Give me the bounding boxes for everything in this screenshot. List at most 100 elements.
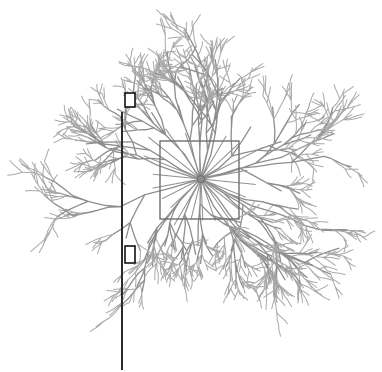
branch	[305, 206, 317, 215]
branch	[258, 80, 266, 94]
branch	[177, 72, 187, 76]
branch	[77, 154, 86, 155]
branch	[273, 107, 275, 144]
branch	[185, 289, 187, 302]
branch	[317, 267, 327, 269]
branch	[247, 271, 249, 282]
branch	[291, 83, 292, 101]
branch	[287, 243, 300, 244]
branch	[306, 180, 314, 190]
branch	[89, 99, 90, 113]
branch	[104, 88, 105, 100]
branch	[10, 161, 22, 173]
branch	[99, 128, 119, 129]
branch	[231, 267, 232, 281]
branch	[157, 269, 158, 284]
branch	[346, 169, 352, 178]
branch	[93, 103, 101, 104]
branch	[44, 149, 49, 161]
branch	[312, 222, 328, 223]
branch	[237, 100, 243, 106]
branch	[256, 267, 268, 269]
branch	[253, 251, 275, 277]
branch	[240, 168, 282, 191]
branch	[291, 158, 292, 173]
spoke-line	[185, 133, 201, 179]
branch	[198, 42, 203, 56]
branch	[277, 312, 288, 323]
branch	[226, 100, 233, 112]
branch	[115, 174, 125, 185]
branch	[67, 127, 80, 128]
branch	[164, 50, 165, 65]
branch	[87, 116, 88, 128]
branch	[331, 158, 346, 169]
branch	[301, 179, 309, 184]
branch	[52, 223, 58, 237]
branch	[266, 291, 267, 309]
branch	[107, 156, 119, 159]
branch	[130, 48, 133, 59]
branch	[125, 157, 165, 160]
branch	[301, 190, 311, 198]
branch	[310, 269, 320, 281]
branch	[324, 156, 351, 166]
branch	[226, 59, 227, 71]
branch	[312, 143, 325, 144]
branch	[69, 135, 81, 136]
branch	[323, 257, 335, 265]
branch	[54, 138, 63, 143]
branch	[358, 173, 368, 183]
branch	[191, 78, 192, 89]
branch	[344, 241, 346, 253]
branch	[79, 115, 87, 124]
branch	[301, 218, 318, 220]
branch	[315, 257, 339, 259]
spoke-line	[201, 179, 239, 209]
branch	[126, 195, 145, 238]
branch	[113, 86, 124, 88]
upper-marker	[125, 93, 135, 107]
branch	[334, 85, 340, 100]
branch	[135, 271, 136, 287]
branch	[223, 60, 226, 71]
branch	[25, 191, 39, 192]
branch	[291, 268, 306, 269]
branch	[121, 78, 124, 88]
branch	[313, 169, 314, 181]
branch	[142, 298, 144, 309]
branch	[364, 231, 375, 237]
branch	[265, 76, 266, 94]
branch	[212, 258, 223, 266]
branch	[8, 172, 22, 175]
branch	[315, 285, 328, 291]
branch	[239, 253, 241, 271]
branch	[90, 99, 98, 101]
branch	[231, 288, 235, 296]
canopy-branches	[8, 10, 375, 337]
branch	[234, 289, 238, 300]
branch	[223, 267, 229, 279]
branch	[168, 71, 189, 100]
branch	[274, 99, 284, 119]
branch	[19, 160, 29, 168]
branch	[276, 213, 319, 229]
branch	[148, 48, 159, 58]
branch	[157, 10, 169, 19]
branch	[233, 96, 237, 103]
lower-marker	[125, 246, 135, 263]
branch	[114, 272, 125, 283]
branch	[82, 96, 90, 108]
branch	[300, 154, 319, 156]
branch	[193, 26, 196, 46]
branch	[220, 39, 221, 53]
branch	[226, 71, 231, 88]
branch	[53, 130, 62, 137]
branch	[315, 291, 330, 300]
branch	[105, 168, 115, 182]
branch	[21, 164, 34, 173]
branch	[134, 292, 135, 302]
branch	[238, 289, 244, 299]
branch	[193, 15, 200, 26]
